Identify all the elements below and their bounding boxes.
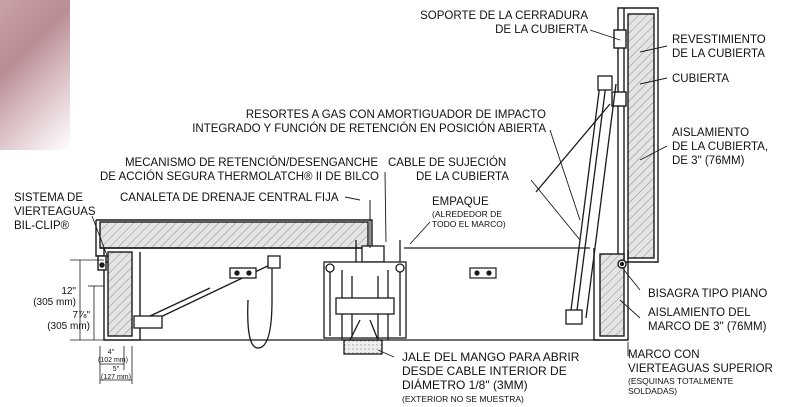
leader-lines <box>91 29 668 358</box>
label-gas-springs: RESORTES A GAS CON AMORTIGUADOR DE IMPAC… <box>192 109 546 135</box>
label-drain-channel: CANALETA DE DRENAJE CENTRAL FIJA <box>120 192 339 204</box>
pull-handle <box>343 339 383 355</box>
dim-4in: 4"(102 mm) <box>98 349 128 364</box>
left-gas-spring <box>133 255 281 349</box>
thermolatch-mechanism <box>323 200 407 355</box>
left-frame <box>97 248 141 341</box>
right-gas-spring <box>535 75 617 325</box>
dim-7-7-8in: 7⅞"(305 mm) <box>47 310 90 332</box>
background-wall-photo-fragment <box>0 0 70 150</box>
open-cover <box>611 7 659 263</box>
dimension-lines <box>70 259 133 384</box>
frame-top-line <box>140 247 600 341</box>
dim-12in: 12"(305 mm) <box>33 286 76 308</box>
label-cover: CUBIERTA <box>672 73 730 85</box>
closed-cover <box>95 219 373 257</box>
open-cover-insulation <box>627 13 655 259</box>
cover-insulation <box>99 221 369 249</box>
left-frame-insulation <box>107 251 133 337</box>
label-piano-hinge: BISAGRA TIPO PIANO <box>648 288 768 300</box>
label-exterior-note: (EXTERIOR NO SE MUESTRA) <box>402 394 524 404</box>
dim-5in: 5"(127 mm) <box>101 366 131 381</box>
label-gasket: EMPAQUE <box>432 196 489 208</box>
right-frame <box>593 248 629 341</box>
